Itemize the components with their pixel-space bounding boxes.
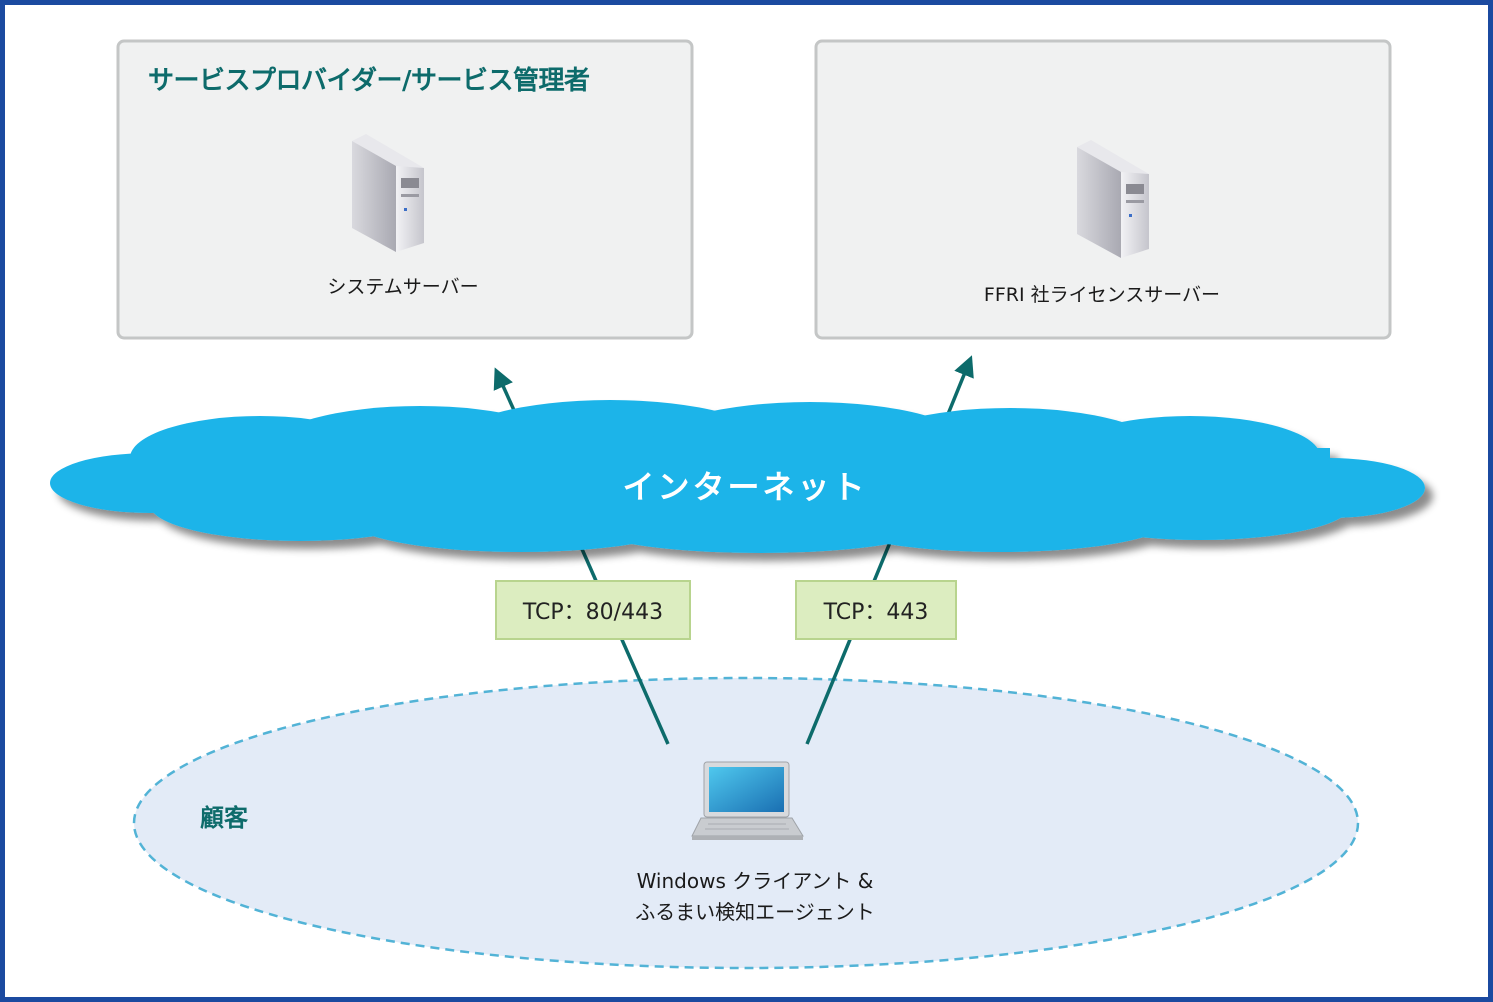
tcp-port-label-license: TCP：443 xyxy=(795,580,957,640)
client-label-line2: ふるまい検知エージェント xyxy=(635,900,875,924)
tcp-port-text: TCP：443 xyxy=(823,600,929,625)
tcp-port-text: TCP：80/443 xyxy=(522,600,664,625)
server-icon xyxy=(1077,140,1149,258)
connection-line xyxy=(576,539,670,745)
tcp-port-label-system: TCP：80/443 xyxy=(495,580,691,640)
laptop-icon xyxy=(691,761,804,840)
client-label-line1: Windows クライアント & xyxy=(636,869,874,893)
license-server-label: FFRI 社ライセンスサーバー xyxy=(983,284,1221,306)
provider-panel-title: サービスプロバイダー/サービス管理者 xyxy=(148,66,590,96)
internet-cloud xyxy=(50,400,1425,553)
server-icon xyxy=(352,134,424,252)
internet-label: インターネット xyxy=(622,468,868,506)
customer-title: 顧客 xyxy=(200,804,248,832)
client-label: Windows クライアント & ふるまい検知エージェント xyxy=(570,866,940,928)
connection-line xyxy=(805,539,893,745)
system-server-label: システムサーバー xyxy=(327,276,479,298)
